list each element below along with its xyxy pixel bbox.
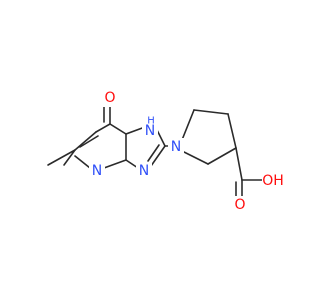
atom-pyrimidine-nitrogen: N: [92, 163, 102, 179]
bonds: [47, 101, 265, 201]
bond-c-n-double-inner: [147, 144, 160, 162]
atom-acid-hydroxyl: OH: [262, 173, 284, 189]
bond-c-c: [95, 123, 111, 133]
bond-c-n-double: [150, 145, 166, 167]
bond-c-n: [74, 155, 91, 169]
structure-diagram: O N H N N N O OH: [47, 89, 284, 214]
bond-c-n: [183, 151, 209, 165]
bond-n-c: [181, 109, 195, 141]
bond-c-c-double: [79, 135, 99, 148]
bond-c-n-double: [103, 159, 127, 169]
bond-c-c: [207, 147, 237, 165]
molecule-canvas: O N H N N N O OH: [47, 89, 284, 214]
bond-c-n: [109, 123, 127, 135]
bond-c-c: [74, 131, 97, 151]
bond-c-c: [63, 149, 76, 166]
atom-n1: N: [145, 123, 155, 139]
bond-c-c: [235, 147, 243, 181]
atom-triazole-nitrogen: N: [139, 163, 149, 179]
atom-oxo-oxygen: O: [104, 90, 115, 106]
atom-pyrrolidine-nitrogen: N: [171, 139, 181, 155]
bond-n-n: [125, 126, 146, 135]
bond-c-c: [193, 109, 229, 115]
atom-n1-hydrogen: H: [147, 116, 155, 127]
atoms: O N H N N N O OH: [89, 89, 284, 214]
bond-c-c: [227, 113, 237, 149]
bond-methyl: [47, 149, 76, 166]
atom-acid-oxygen: O: [234, 197, 245, 213]
